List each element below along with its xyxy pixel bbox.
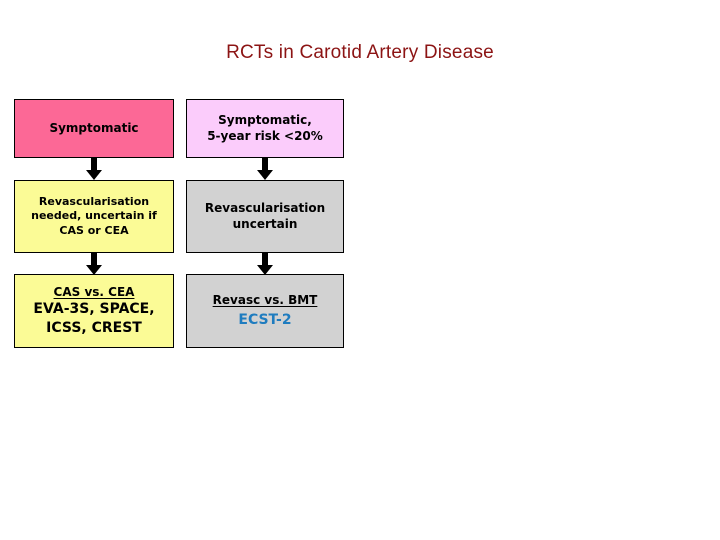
node-cas-vs-cea[interactable]: CAS vs. CEA EVA-3S, SPACE, ICSS, CREST <box>14 274 174 348</box>
node-symptomatic-line-1: Symptomatic <box>49 120 139 135</box>
down-arrow-icon-right-top <box>255 158 275 180</box>
node-revasc-needed-line-2: needed, uncertain if <box>31 209 157 223</box>
node-symptomatic-low-risk-line-2: 5-year risk <20% <box>207 128 323 143</box>
node-revasc-uncertain-line-2: uncertain <box>232 216 298 231</box>
node-cas-vs-cea-trials-line-2: ICSS, CREST <box>46 319 142 336</box>
arrow-shaft <box>91 253 97 267</box>
arrow-shaft <box>262 253 268 267</box>
arrow-head <box>86 265 102 275</box>
node-symptomatic-low-risk-line-1: Symptomatic, <box>218 112 312 127</box>
arrow-shaft <box>262 158 268 172</box>
node-cas-vs-cea-trials-line-1: EVA-3S, SPACE, <box>33 301 155 318</box>
page-title: RCTs in Carotid Artery Disease <box>226 42 494 63</box>
arrow-head <box>257 170 273 180</box>
node-symptomatic[interactable]: Symptomatic <box>14 99 174 158</box>
node-revascularisation-uncertain[interactable]: Revascularisation uncertain <box>186 180 344 253</box>
node-revasc-vs-bmt-heading: Revasc vs. BMT <box>212 292 318 307</box>
node-revasc-uncertain-line-1: Revascularisation <box>204 200 326 215</box>
node-revascularisation-needed[interactable]: Revascularisation needed, uncertain if C… <box>14 180 174 253</box>
down-arrow-icon-left-bottom <box>84 253 104 275</box>
node-cas-vs-cea-heading: CAS vs. CEA <box>53 284 135 299</box>
arrow-shaft <box>91 158 97 172</box>
arrow-head <box>86 170 102 180</box>
arrow-head <box>257 265 273 275</box>
down-arrow-icon-left-top <box>84 158 104 180</box>
node-revasc-needed-line-1: Revascularisation <box>38 194 150 208</box>
node-revasc-needed-line-3: CAS or CEA <box>59 223 129 237</box>
down-arrow-icon-right-bottom <box>255 253 275 275</box>
node-revasc-vs-bmt-trial: ECST-2 <box>238 311 292 328</box>
node-symptomatic-low-risk[interactable]: Symptomatic, 5-year risk <20% <box>186 99 344 158</box>
node-revasc-vs-bmt[interactable]: Revasc vs. BMT ECST-2 <box>186 274 344 348</box>
